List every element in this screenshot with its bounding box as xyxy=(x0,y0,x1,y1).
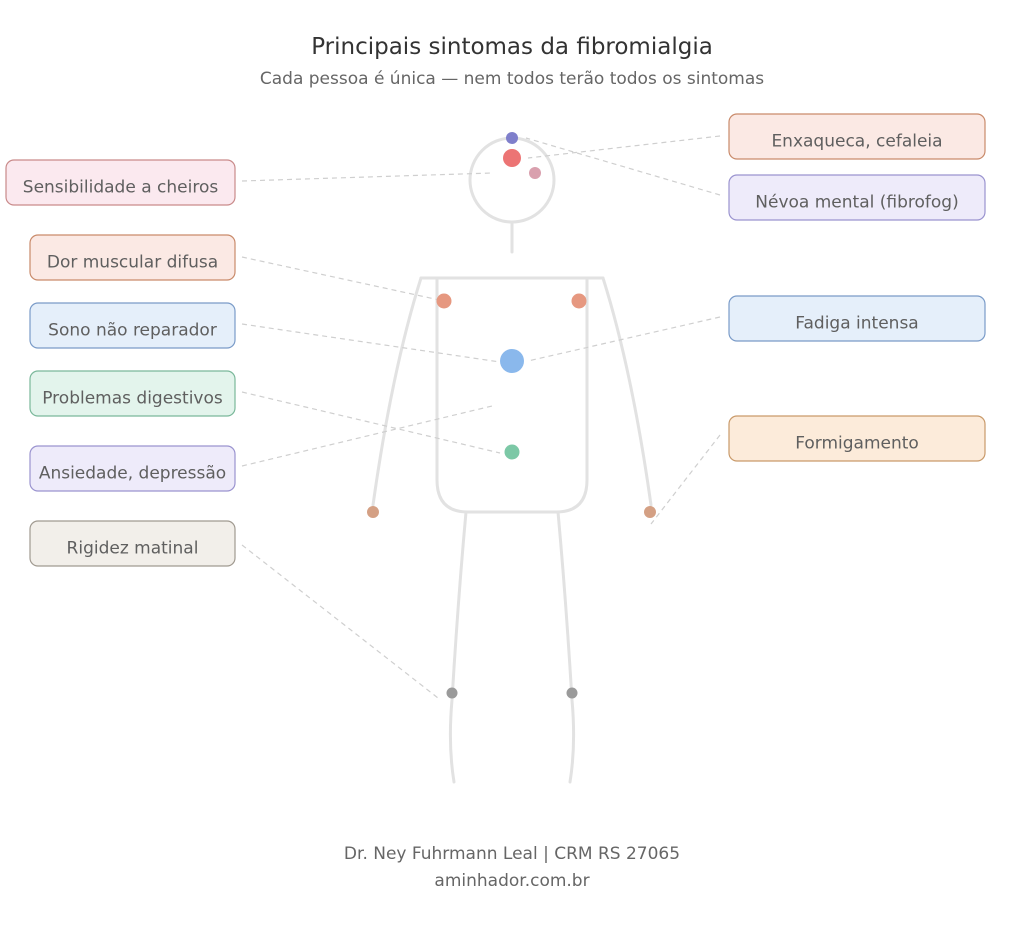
symptom-box-bg xyxy=(728,113,986,160)
diagram-subtitle: Cada pessoa é única — nem todos terão to… xyxy=(260,69,764,89)
connector-digestivos xyxy=(241,391,501,454)
symptom-box-fadiga: Fadiga intensa xyxy=(728,295,986,342)
symptom-box-formigamento: Formigamento xyxy=(728,415,986,462)
symptom-box-bg xyxy=(728,174,986,221)
symptom-label: Problemas digestivos xyxy=(42,389,223,409)
connector-enxaqueca xyxy=(527,135,721,159)
connector-nevoa xyxy=(525,137,721,196)
marker-digestivos xyxy=(504,444,520,460)
symptom-box-bg xyxy=(29,302,236,349)
marker-dor-left xyxy=(436,293,452,309)
connector-dor xyxy=(241,256,445,302)
torso-outline xyxy=(435,276,589,514)
symptom-box-cheiros: Sensibilidade a cheiros xyxy=(5,159,236,206)
marker-rigidez-right xyxy=(566,687,578,699)
connector-lines xyxy=(241,135,721,699)
diagram-title: Principais sintomas da fibromialgia xyxy=(311,34,713,60)
marker-nevoa xyxy=(506,132,518,144)
right-arm-outline xyxy=(601,276,653,507)
symptom-label: Névoa mental (fibrofog) xyxy=(755,193,958,213)
body-outline xyxy=(371,136,653,784)
connector-sono xyxy=(241,323,501,363)
symptom-box-bg xyxy=(29,520,236,567)
symptom-box-ansiedade: Ansiedade, depressão xyxy=(29,445,236,492)
marker-rigidez-left xyxy=(446,687,458,699)
right-leg-outline xyxy=(556,510,576,784)
symptom-box-sono: Sono não reparador xyxy=(29,302,236,349)
marker-formigamento-left xyxy=(367,506,379,518)
connector-formigamento xyxy=(650,434,721,525)
marker-dor-right xyxy=(571,293,587,309)
connector-rigidez xyxy=(241,544,439,699)
symptom-box-dor: Dor muscular difusa xyxy=(29,234,236,281)
symptom-label: Sensibilidade a cheiros xyxy=(23,178,219,198)
symptom-label: Formigamento xyxy=(795,434,919,454)
symptom-label: Dor muscular difusa xyxy=(47,253,218,273)
symptom-box-bg xyxy=(29,370,236,417)
symptom-label: Rigidez matinal xyxy=(67,539,199,559)
symptom-box-nevoa: Névoa mental (fibrofog) xyxy=(728,174,986,221)
connector-cheiros xyxy=(241,172,493,182)
symptom-markers xyxy=(367,132,656,699)
marker-enxaqueca xyxy=(503,149,521,167)
symptom-box-bg xyxy=(29,234,236,281)
symptom-box-bg xyxy=(728,295,986,342)
symptom-box-bg xyxy=(29,445,236,492)
symptom-label: Ansiedade, depressão xyxy=(39,464,226,484)
left-arm-outline xyxy=(371,276,423,507)
footer-author: Dr. Ney Fuhrmann Leal | CRM RS 27065 xyxy=(344,844,680,864)
symptom-label: Enxaqueca, cefaleia xyxy=(771,132,942,152)
left-leg-outline xyxy=(448,510,468,784)
symptom-box-digestivos: Problemas digestivos xyxy=(29,370,236,417)
footer-site: aminhador.com.br xyxy=(434,871,589,891)
symptom-box-rigidez: Rigidez matinal xyxy=(29,520,236,567)
marker-fadiga xyxy=(500,349,524,373)
connector-fadiga xyxy=(527,316,721,362)
symptom-label: Sono não reparador xyxy=(48,321,217,341)
marker-formigamento-right xyxy=(644,506,656,518)
symptom-box-bg xyxy=(5,159,236,206)
symptom-box-enxaqueca: Enxaqueca, cefaleia xyxy=(728,113,986,160)
marker-cheiros xyxy=(529,167,541,179)
symptom-label: Fadiga intensa xyxy=(795,314,918,334)
connector-ansiedade xyxy=(241,405,493,467)
symptom-box-bg xyxy=(728,415,986,462)
